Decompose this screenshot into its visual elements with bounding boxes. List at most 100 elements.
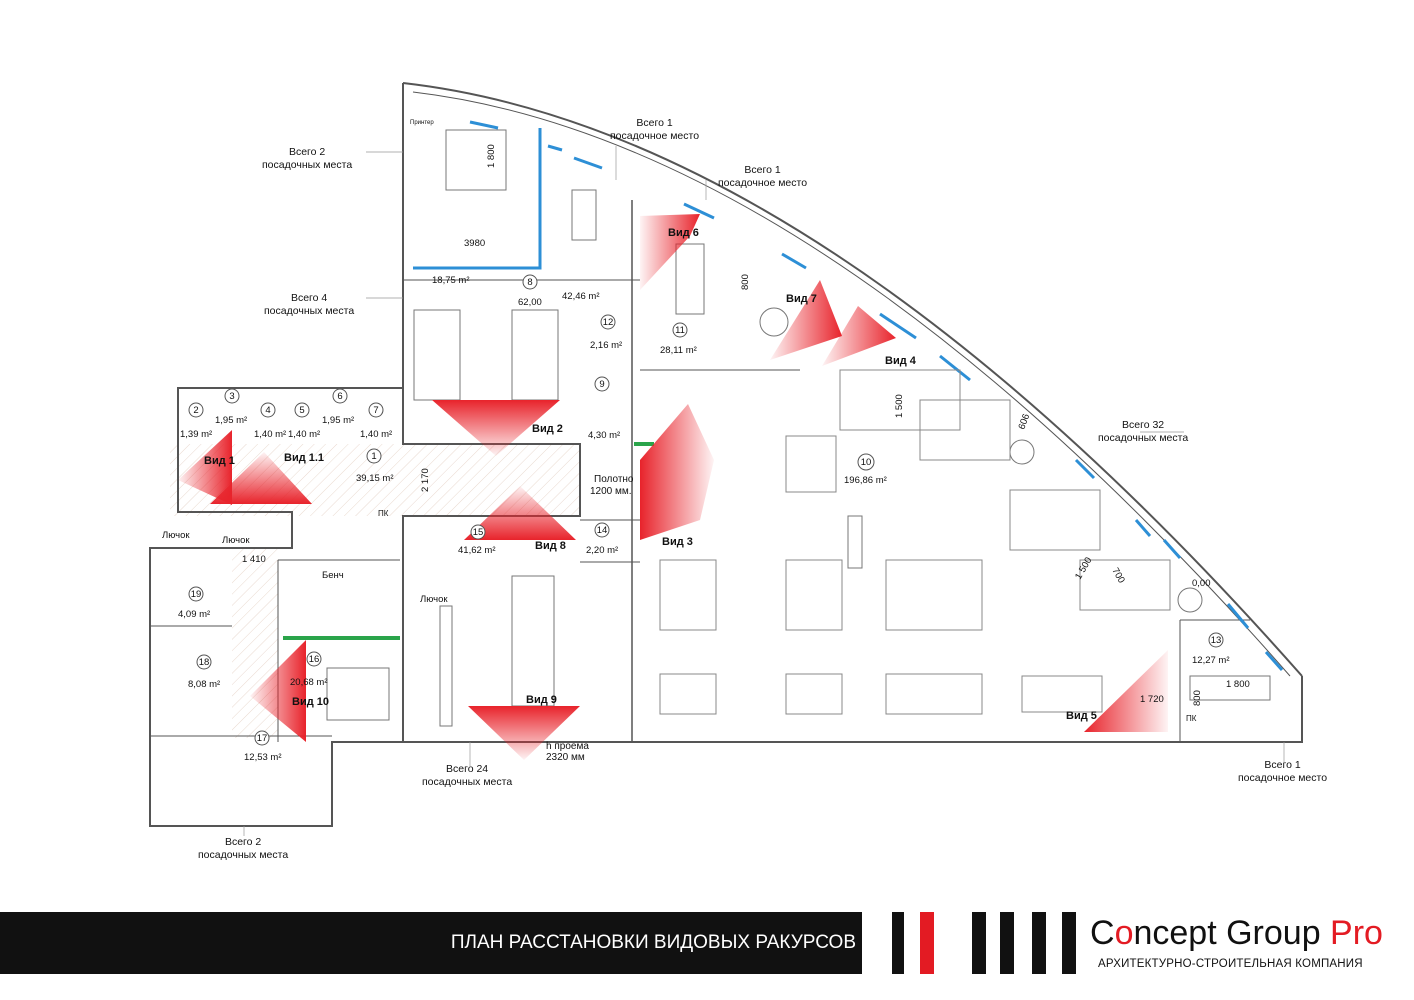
brand-o: o: [1114, 914, 1134, 952]
view-cone-1-1: [210, 452, 312, 504]
svg-text:1: 1: [371, 451, 376, 462]
view-cone-1: [178, 430, 232, 505]
hatch-label-3: Лючок: [420, 594, 448, 605]
room-18: 18 8,08 m²: [188, 654, 220, 690]
footer-bar: [0, 912, 862, 974]
room-12: 12 2,16 m²: [590, 314, 622, 351]
svg-text:18: 18: [199, 657, 210, 668]
room-15: 15 41,62 m²: [458, 524, 496, 556]
svg-text:16: 16: [309, 654, 320, 665]
dim-2170: 2 170: [420, 468, 431, 492]
svg-text:12: 12: [603, 317, 614, 328]
svg-text:9: 9: [599, 379, 604, 390]
dim-1720: 1 720: [1140, 694, 1164, 705]
svg-text:2: 2: [193, 405, 198, 416]
svg-text:1,95 m²: 1,95 m²: [215, 415, 247, 426]
svg-text:19: 19: [191, 589, 202, 600]
room-4: 4 1,40 m²: [254, 402, 286, 440]
room-10: 10 196,86 m²: [844, 453, 887, 486]
svg-text:1,40 m²: 1,40 m²: [360, 429, 392, 440]
pk-label-1: ПК: [378, 509, 389, 518]
view-cone-9: [468, 706, 580, 760]
svg-text:1,39 m²: 1,39 m²: [180, 429, 212, 440]
view-cone-8: [464, 486, 576, 540]
view-label-6: Вид 6: [668, 227, 699, 239]
brand-stripe: [892, 912, 904, 974]
hatch-label-1: Лючок: [162, 530, 190, 541]
view-label-3: Вид 3: [662, 536, 693, 548]
svg-text:10: 10: [861, 457, 872, 468]
glass-partitions: [413, 120, 1284, 671]
svg-text:196,86 m²: 196,86 m²: [844, 475, 887, 486]
view-label-2: Вид 2: [532, 423, 563, 435]
dim-1500-b: 1 500: [1073, 555, 1094, 581]
brand-tagline: АРХИТЕКТУРНО-СТРОИТЕЛЬНАЯ КОМПАНИЯ: [1098, 958, 1363, 970]
brand-stripe: [1000, 912, 1014, 974]
brand-pro: Pro: [1330, 914, 1383, 952]
view-label-8: Вид 8: [535, 540, 566, 552]
room-14: 14 2,20 m²: [586, 522, 618, 556]
room-7: 7 1,40 m²: [360, 402, 392, 440]
svg-text:17: 17: [257, 733, 268, 744]
view-cone-5: [1084, 650, 1168, 732]
walls: [149, 82, 1303, 827]
svg-text:11: 11: [675, 325, 685, 336]
dim-1800-a: 1 800: [486, 144, 497, 168]
svg-text:1,40 m²: 1,40 m²: [288, 429, 320, 440]
view-cone-3: [640, 404, 714, 540]
view-cone-4: [822, 306, 896, 366]
brand-c: C: [1090, 914, 1115, 952]
svg-text:2,20 m²: 2,20 m²: [586, 545, 618, 556]
svg-text:5: 5: [299, 405, 304, 416]
room-area-extra: 18,75 m²: [432, 275, 470, 286]
dim-800-b: 800: [1192, 690, 1203, 706]
svg-text:1,95 m²: 1,95 m²: [322, 415, 354, 426]
svg-text:3: 3: [229, 391, 234, 402]
green-partitions: [283, 442, 654, 640]
brand-stripe: [972, 912, 986, 974]
brand-stripe: [920, 912, 934, 974]
canvas-label: Полотно 1200 мм.: [590, 474, 634, 497]
svg-text:1,40 m²: 1,40 m²: [254, 429, 286, 440]
dim-0-00: 0,00: [1192, 578, 1211, 589]
view-cone-6: [640, 214, 700, 290]
dim-1500-a: 1 500: [894, 394, 905, 418]
dim-700: 700: [1109, 566, 1126, 585]
svg-text:14: 14: [597, 525, 608, 536]
dim-6200: 62,00: [518, 297, 542, 308]
svg-text:13: 13: [1211, 635, 1222, 646]
svg-text:28,11 m²: 28,11 m²: [660, 345, 697, 356]
view-cone-7: [770, 280, 842, 360]
plan-title-text: ПЛАН РАССТАНОВКИ ВИДОВЫХ РАКУРСОВ: [450, 932, 856, 953]
svg-text:12,27 m²: 12,27 m²: [1192, 655, 1230, 666]
brand-stripe: [1032, 912, 1046, 974]
room-9: 9 4,30 m²: [588, 376, 620, 441]
svg-text:2,16 m²: 2,16 m²: [590, 340, 622, 351]
workstations: [659, 369, 1171, 715]
svg-text:41,62 m²: 41,62 m²: [458, 545, 496, 556]
view-label-7: Вид 7: [786, 293, 817, 305]
canvas-label-line2: 1200 мм.: [590, 486, 632, 497]
footer: ПЛАН РАССТАНОВКИ ВИДОВЫХ РАКУРСОВ Concep…: [0, 912, 1414, 1000]
room-17: 17 12,53 m²: [244, 730, 282, 763]
svg-text:6: 6: [337, 391, 342, 402]
callout-leaders: [243, 146, 1285, 836]
floor-plan: Вид 1 Вид 1.1 Вид 2 Вид 3 Вид 4 Вид 5 Ви…: [149, 82, 1303, 836]
room-2: 2 1,39 m²: [180, 402, 212, 440]
dim-606: 606: [1016, 412, 1032, 431]
svg-text:4,09 m²: 4,09 m²: [178, 609, 210, 620]
svg-text:8: 8: [527, 277, 532, 288]
view-label-1-1: Вид 1.1: [284, 452, 324, 464]
view-label-4: Вид 4: [885, 355, 917, 367]
svg-text:39,15 m²: 39,15 m²: [356, 473, 394, 484]
view-cone-10: [250, 640, 306, 742]
view-cone-2: [432, 400, 560, 456]
view-label-10: Вид 10: [292, 696, 329, 708]
plan-title: ПЛАН РАССТАНОВКИ ВИДОВЫХ РАКУРСОВ: [0, 912, 862, 974]
svg-text:12,53 m²: 12,53 m²: [244, 752, 282, 763]
